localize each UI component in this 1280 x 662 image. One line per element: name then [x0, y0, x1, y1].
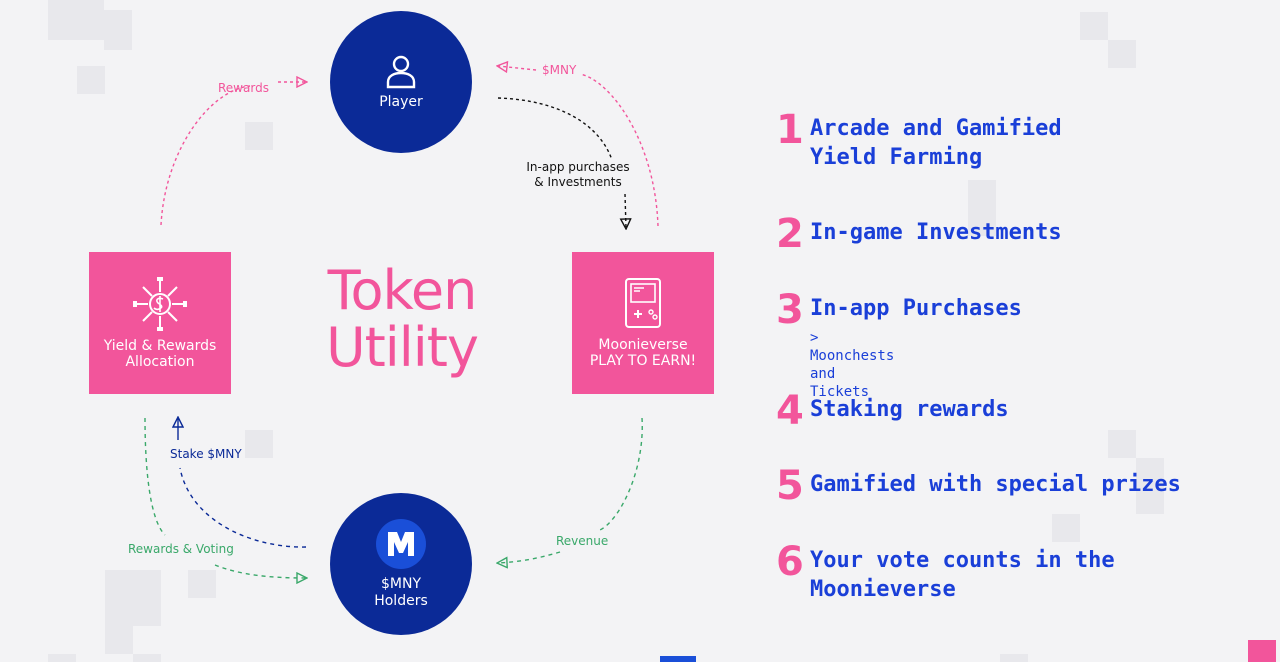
node-label-holders: $MNY Holders: [374, 576, 428, 609]
arrow-revenue-head: [498, 551, 561, 563]
arrow-rewards-voting-head: [214, 564, 306, 578]
decor-block: [1108, 40, 1136, 68]
feature-number: 4: [776, 388, 804, 434]
node-play-to-earn: Moonieverse PLAY TO EARN!: [572, 252, 714, 394]
arrow-stake: [179, 467, 307, 548]
feature-number: 2: [776, 211, 804, 257]
decor-block: [105, 626, 133, 654]
edge-label-rewards-voting: Rewards & Voting: [128, 542, 234, 556]
decor-block: [133, 654, 161, 662]
node-holders: $MNY Holders: [330, 493, 472, 635]
feature-title: In-game Investments: [810, 220, 1062, 245]
edge-label-purchases: In-app purchases & Investments: [526, 160, 630, 189]
arrow-rewards: [160, 85, 251, 226]
dollar-burst-icon: [133, 277, 187, 331]
arrow-mny-head: [498, 66, 537, 70]
decor-block: [1052, 514, 1080, 542]
decor-block: [1000, 654, 1028, 662]
feature-title: Your vote counts in the Moonieverse: [810, 548, 1115, 602]
arrow-purchases: [497, 97, 613, 161]
decor-block: [48, 654, 76, 662]
decor-block: [1248, 640, 1276, 662]
node-label-play-to-earn: Moonieverse PLAY TO EARN!: [589, 337, 697, 369]
feature-title: Arcade and Gamified Yield Farming: [810, 116, 1062, 170]
node-label-yield: Yield & Rewards Allocation: [103, 338, 217, 370]
decor-block: [188, 570, 216, 598]
decor-block: [1136, 458, 1164, 514]
user-icon: [386, 55, 416, 88]
decor-block: [245, 430, 273, 458]
node-yield: Yield & Rewards Allocation: [89, 252, 231, 394]
arrow-revenue: [599, 417, 643, 531]
decor-block: [48, 0, 104, 40]
decor-block: [105, 570, 161, 626]
edge-label-stake: Stake $MNY: [170, 447, 242, 461]
gameboy-icon: [625, 278, 661, 328]
arrow-mny: [579, 73, 659, 227]
feature-title: Gamified with special prizes: [810, 472, 1181, 497]
feature-title: Staking rewards: [810, 397, 1009, 422]
mny-logo: [376, 519, 426, 569]
feature-number: 5: [776, 463, 804, 509]
feature-title: In-app Purchases: [810, 296, 1022, 321]
arrow-rewards-voting: [144, 417, 166, 536]
node-player: Player: [330, 11, 472, 153]
feature-number: 6: [776, 539, 804, 585]
decor-block: [660, 656, 696, 662]
decor-block: [1080, 12, 1108, 40]
edge-label-mny: $MNY: [542, 63, 577, 77]
feature-number: 1: [776, 107, 804, 153]
flow-connectors: [144, 0, 659, 662]
node-label-player: Player: [379, 93, 423, 110]
decor-block: [104, 10, 132, 50]
decor-block: [968, 180, 996, 236]
decor-block: [77, 66, 105, 94]
decor-block: [1108, 430, 1136, 458]
edge-label-rewards: Rewards: [218, 81, 269, 95]
edge-label-revenue: Revenue: [556, 534, 609, 548]
decor-block: [245, 122, 273, 150]
arrow-purchases-head: [625, 193, 626, 228]
feature-subtitle: > Moonchests and Tickets: [810, 330, 895, 400]
feature-number: 3: [776, 287, 804, 333]
diagram-title: Token Utility: [326, 259, 479, 379]
